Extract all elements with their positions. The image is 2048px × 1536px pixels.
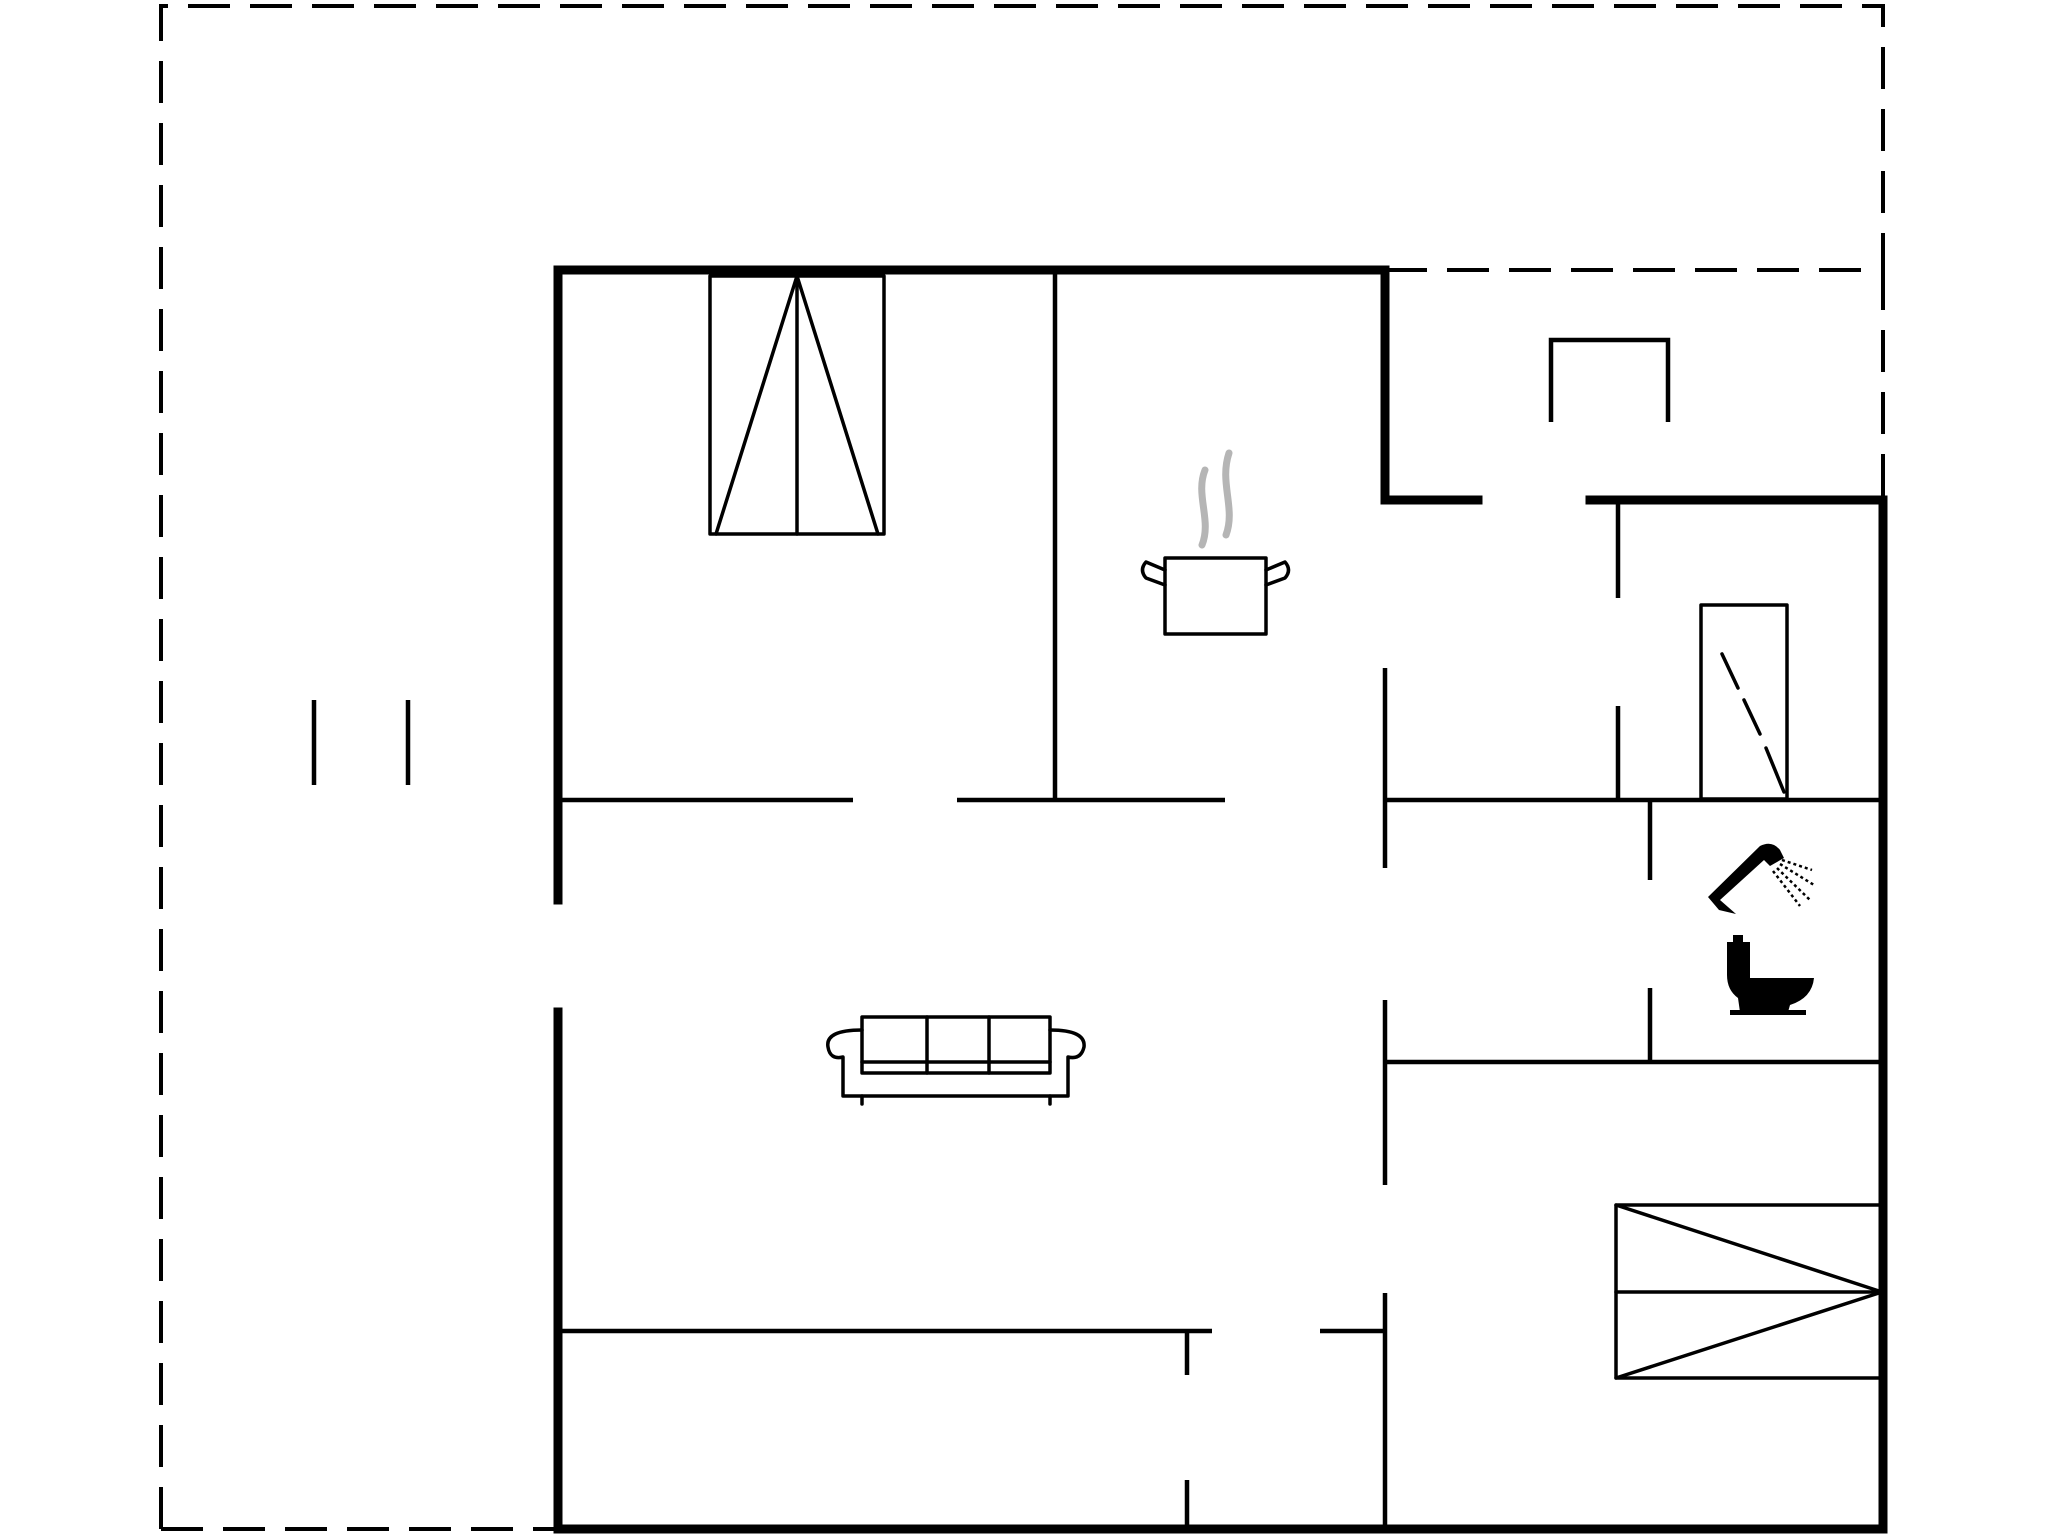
interior-walls [558,270,1883,1529]
exterior-walls [553,265,1888,1534]
staircase-icon [708,274,886,536]
sofa-icon [826,1015,1086,1106]
outdoor-shed [1548,337,1671,422]
outdoor-posts [311,700,411,785]
shower-icon [1708,843,1815,914]
single-bed-icon [1699,603,1789,801]
terrace-outline [159,4,1885,1531]
toilet-icon [1727,935,1814,1015]
double-bed-icon [1614,1203,1884,1380]
cooking-pot-icon [1140,449,1291,636]
